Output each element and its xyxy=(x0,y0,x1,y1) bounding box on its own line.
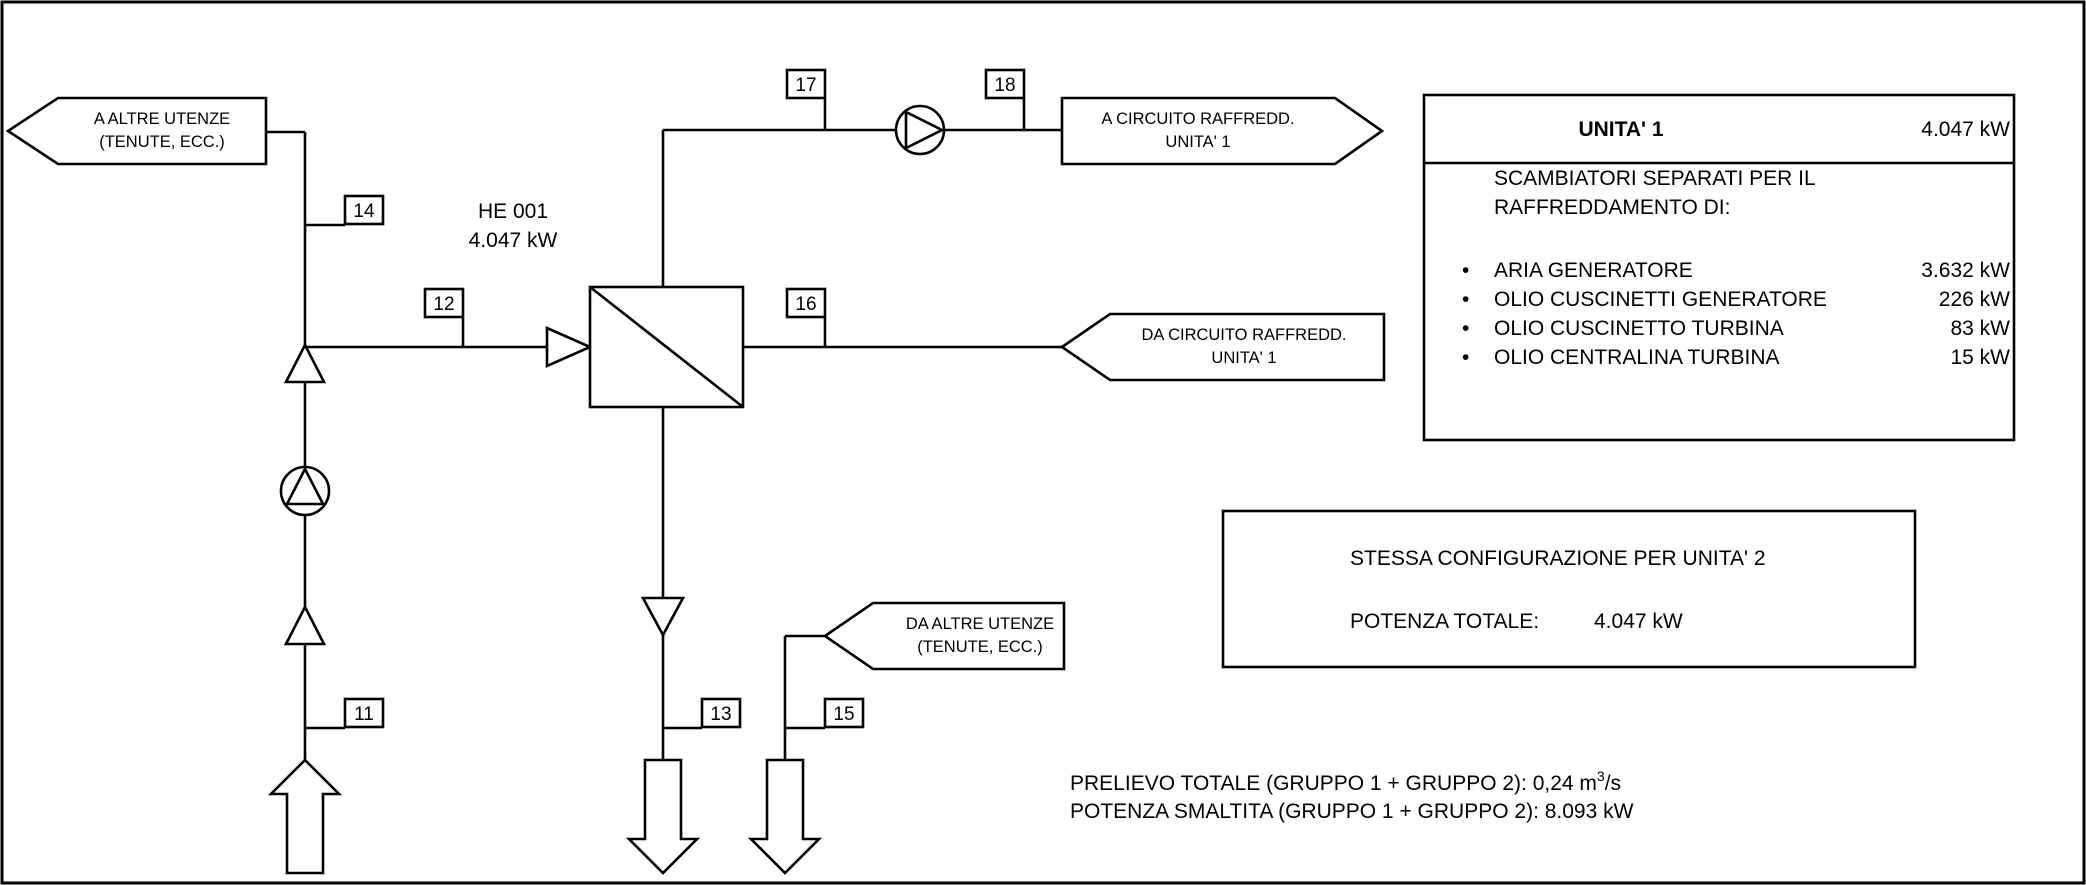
stream-tag-16: 16 xyxy=(785,287,827,319)
item-power: 83 kW xyxy=(1950,317,2010,340)
svg-text:16: 16 xyxy=(795,294,816,315)
discharge-arrow-icon xyxy=(625,758,701,875)
supply-pump-icon xyxy=(279,465,331,517)
svg-text:18: 18 xyxy=(994,75,1015,96)
svg-text:12: 12 xyxy=(433,294,454,315)
heat-exchanger-tag: HE 001 xyxy=(478,200,548,223)
item-power: 15 kW xyxy=(1950,346,2010,369)
discharge-lines xyxy=(661,407,825,765)
connector-from-other-users: DA ALTRE UTENZE (TENUTE, ECC.) xyxy=(822,601,1066,671)
unit1-summary-panel: UNITA' 1 4.047 kW SCAMBIATORI SEPARATI P… xyxy=(1422,93,2016,442)
return-discharge-arrow-icon xyxy=(747,758,823,875)
svg-text:15: 15 xyxy=(833,704,854,725)
item-name: OLIO CUSCINETTO TURBINA xyxy=(1494,317,1784,340)
connector-line2: (TENUTE, ECC.) xyxy=(99,133,225,151)
unit1-description-line2: RAFFREDDAMENTO DI: xyxy=(1494,196,1730,219)
unit2-total-label: POTENZA TOTALE: xyxy=(1350,610,1539,633)
heat-exchanger-power: 4.047 kW xyxy=(469,229,558,252)
svg-text:11: 11 xyxy=(354,704,374,725)
item-name: OLIO CUSCINETTI GENERATORE xyxy=(1494,288,1827,311)
item-bullet: • xyxy=(1462,317,1469,340)
svg-text:17: 17 xyxy=(795,75,816,96)
connector-line1: A ALTRE UTENZE xyxy=(94,110,230,128)
cooling-circuit-lines xyxy=(661,99,1062,349)
item-bullet: • xyxy=(1462,259,1469,282)
stream-tag-17: 17 xyxy=(785,68,827,100)
unit1-description-line1: SCAMBIATORI SEPARATI PER IL xyxy=(1494,167,1816,190)
total-withdrawal: PRELIEVO TOTALE (GRUPPO 1 + GRUPPO 2): 0… xyxy=(1070,768,1621,795)
connector-line2: UNITA' 1 xyxy=(1165,133,1230,151)
stream-tag-12: 12 xyxy=(423,287,465,319)
flow-direction-up-icon xyxy=(283,342,327,384)
unit2-summary-panel: STESSA CONFIGURAZIONE PER UNITA' 2 POTEN… xyxy=(1221,509,1917,669)
svg-text:14: 14 xyxy=(353,201,375,222)
connector-to-cooling-circuit: A CIRCUITO RAFFREDD. UNITA' 1 xyxy=(1060,96,1385,166)
connector-line2: (TENUTE, ECC.) xyxy=(917,638,1043,656)
item-power: 226 kW xyxy=(1939,288,2010,311)
total-dissipated-power: POTENZA SMALTITA (GRUPPO 1 + GRUPPO 2): … xyxy=(1070,800,1634,823)
connector-line1: DA CIRCUITO RAFFREDD. xyxy=(1141,326,1346,344)
item-name: OLIO CENTRALINA TURBINA xyxy=(1494,346,1780,369)
stream-tag-18: 18 xyxy=(984,68,1026,100)
supply-line xyxy=(266,130,590,765)
heat-exchanger-he001-icon xyxy=(588,285,745,409)
cooling-pump-icon xyxy=(894,104,946,156)
connector-line1: DA ALTRE UTENZE xyxy=(906,615,1054,633)
stream-tag-11: 11 xyxy=(343,697,385,729)
connector-to-other-users: A ALTRE UTENZE (TENUTE, ECC.) xyxy=(5,96,268,166)
connector-line2: UNITA' 1 xyxy=(1211,349,1276,367)
item-power: 3.632 kW xyxy=(1921,259,2010,282)
connector-line1: A CIRCUITO RAFFREDD. xyxy=(1101,110,1294,128)
unit2-line1: STESSA CONFIGURAZIONE PER UNITA' 2 xyxy=(1350,547,1766,570)
flow-direction-down-icon xyxy=(640,596,686,638)
item-bullet: • xyxy=(1462,346,1469,369)
stream-tag-15: 15 xyxy=(823,697,865,729)
item-bullet: • xyxy=(1462,288,1469,311)
river-intake-arrow-icon xyxy=(267,758,343,875)
unit2-total-value: 4.047 kW xyxy=(1594,610,1683,633)
flow-direction-up-icon xyxy=(283,604,327,646)
connector-from-cooling-circuit: DA CIRCUITO RAFFREDD. UNITA' 1 xyxy=(1059,312,1386,382)
item-name: ARIA GENERATORE xyxy=(1494,259,1693,282)
stream-tag-13: 13 xyxy=(700,697,742,729)
flow-direction-right-icon xyxy=(545,326,594,368)
unit1-title: UNITA' 1 xyxy=(1578,118,1663,141)
unit1-total-power: 4.047 kW xyxy=(1921,118,2010,141)
stream-tag-14: 14 xyxy=(343,194,385,226)
svg-text:13: 13 xyxy=(710,704,731,725)
